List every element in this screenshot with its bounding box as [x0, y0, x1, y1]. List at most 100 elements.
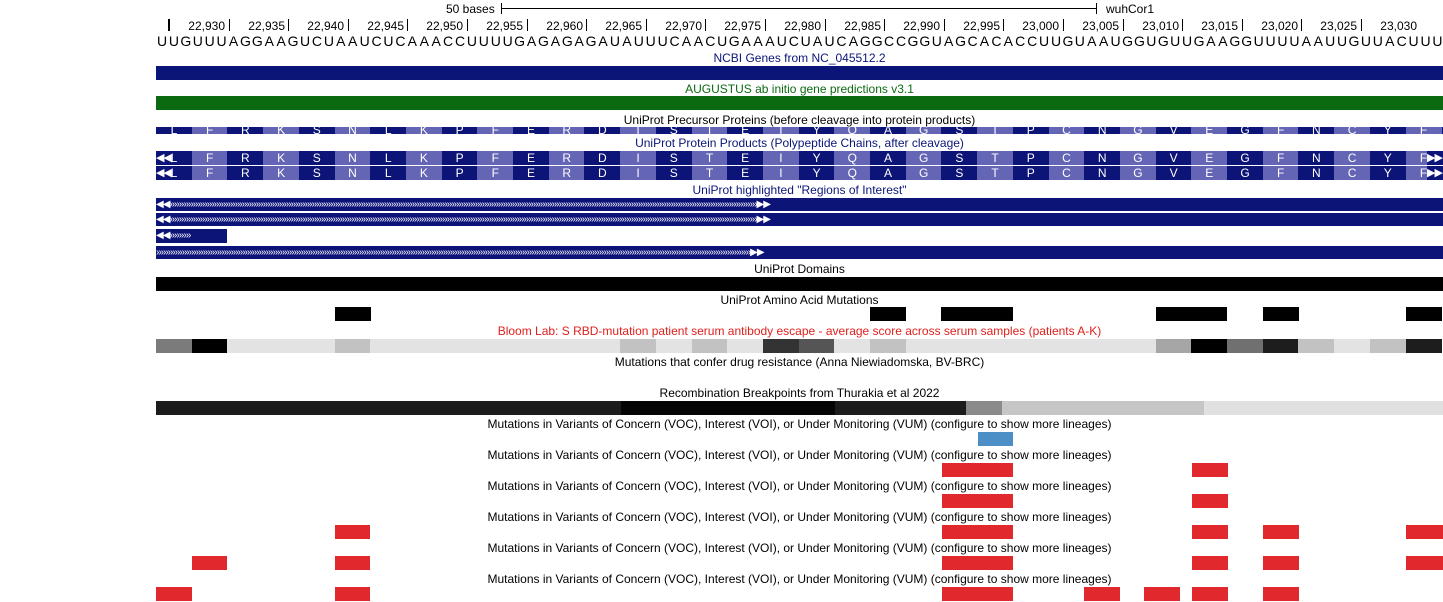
sequence-base: A — [1385, 33, 1395, 49]
track-label-uniprot-regions[interactable]: UniProt highlighted "Regions of Interest… — [692, 183, 907, 197]
sequence-base: G — [180, 33, 192, 49]
bloom-cell — [1191, 339, 1228, 353]
bloom-cell — [1012, 339, 1049, 353]
ruler-tick — [407, 19, 408, 31]
amino-acid: Y — [798, 127, 835, 134]
augustus-gene-bar[interactable] — [156, 96, 1443, 110]
sequence-base: G — [728, 33, 740, 49]
amino-acid: F — [1262, 127, 1299, 134]
amino-acid: Q — [834, 127, 871, 134]
amino-acid: V — [1155, 151, 1192, 165]
sequence-base: A — [276, 33, 286, 49]
bloom-cell — [798, 339, 835, 353]
sequence-base: U — [1050, 33, 1062, 49]
sequence-base: U — [776, 33, 787, 49]
ncbi-gene-bar[interactable] — [156, 66, 1443, 80]
bloom-cell — [156, 339, 192, 353]
assembly-label: wuhCor1 — [1106, 2, 1155, 16]
bloom-cell — [334, 339, 371, 353]
variant-mutation-mark — [942, 587, 1013, 601]
track-label-variants[interactable]: Mutations in Variants of Concern (VOC), … — [487, 510, 1112, 524]
amino-acid: E — [513, 166, 549, 180]
amino-acid: S — [941, 166, 978, 180]
sequence-base: U — [1360, 33, 1371, 49]
variant-mutation-mark — [1192, 556, 1228, 570]
region-row-1[interactable]: ◀◀››››››››››››››››››››››››››››››››››››››… — [156, 198, 1443, 211]
track-label-recombination[interactable]: Recombination Breakpoints from Thurakia … — [659, 386, 940, 400]
track-label-variants[interactable]: Mutations in Variants of Concern (VOC), … — [487, 417, 1112, 431]
sequence-base: U — [466, 33, 477, 49]
amino-acid: R — [548, 127, 585, 134]
arrow-left-icon: ◀◀ — [156, 166, 172, 180]
sequence-base: A — [574, 33, 584, 49]
track-label-uniprot-products[interactable]: UniProt Protein Products (Polypeptide Ch… — [635, 136, 964, 150]
track-label-uniprot-precursor[interactable]: UniProt Precursor Proteins (before cleav… — [623, 113, 976, 127]
sequence-base: U — [1420, 33, 1431, 49]
amino-acid: R — [548, 166, 585, 180]
amino-acid: N — [334, 151, 371, 165]
sequence-base: A — [812, 33, 823, 49]
amino-acid: D — [584, 127, 621, 134]
amino-acid: Y — [1369, 166, 1406, 180]
uniprot-domain-bar[interactable] — [156, 277, 1443, 291]
track-label-uniprot-mutations[interactable]: UniProt Amino Acid Mutations — [720, 293, 879, 307]
track-label-ncbi-genes[interactable]: NCBI Genes from NC_045512.2 — [713, 51, 886, 65]
scale-bar — [501, 8, 1097, 9]
sequence-base: C — [443, 33, 454, 49]
sequence-base: G — [251, 33, 263, 49]
track-label-drug-resistance[interactable]: Mutations that confer drug resistance (A… — [614, 355, 985, 369]
ruler-tick — [825, 19, 826, 31]
region-row-2[interactable]: ◀◀››››››››››››››››››››››››››››››››››››››… — [156, 213, 1443, 226]
bloom-cell — [620, 339, 657, 353]
sequence-base: U — [502, 33, 513, 49]
sequence-base: G — [1193, 33, 1205, 49]
sequence-base: U — [824, 33, 835, 49]
amino-acid: Q — [834, 166, 871, 180]
track-label-bloom-lab[interactable]: Bloom Lab: S RBD-mutation patient serum … — [497, 324, 1102, 338]
region-row-4[interactable]: ››››››››››››››››››››››››››››››››››››››››… — [156, 246, 1443, 259]
sequence-base: A — [228, 33, 239, 49]
amino-acid: Y — [798, 166, 835, 180]
bloom-cell — [263, 339, 300, 353]
track-label-variants[interactable]: Mutations in Variants of Concern (VOC), … — [487, 572, 1112, 586]
track-label-uniprot-domains[interactable]: UniProt Domains — [754, 262, 845, 276]
sequence-base: U — [490, 33, 501, 49]
amino-acid: F — [477, 166, 514, 180]
amino-acid: R — [227, 151, 264, 165]
ruler-tick — [646, 19, 647, 31]
ruler-tick-label: 23,005 — [1082, 19, 1119, 33]
mutation-mark — [1155, 307, 1192, 321]
amino-acid: S — [298, 151, 335, 165]
sequence-base: A — [550, 33, 561, 49]
track-label-variants[interactable]: Mutations in Variants of Concern (VOC), … — [487, 541, 1112, 555]
mutation-mark — [1405, 307, 1442, 321]
sequence-base: U — [1432, 33, 1443, 49]
amino-acid: G — [905, 166, 942, 180]
ruler-tick-label: 22,935 — [248, 19, 285, 33]
ruler-tick — [1361, 19, 1362, 31]
sequence-base: C — [1396, 33, 1407, 49]
amino-acid: C — [1334, 127, 1371, 134]
sequence-base: G — [239, 33, 251, 49]
amino-acid: G — [1227, 127, 1263, 134]
track-label-variants[interactable]: Mutations in Variants of Concern (VOC), … — [487, 448, 1112, 462]
recombination-segment — [966, 401, 1002, 415]
track-label-variants[interactable]: Mutations in Variants of Concern (VOC), … — [487, 479, 1112, 493]
sequence-base: U — [1110, 33, 1121, 49]
amino-acid: S — [655, 151, 692, 165]
track-label-augustus[interactable]: AUGUSTUS ab initio gene predictions v3.1 — [685, 82, 914, 96]
region-row-3[interactable]: ◀◀››››››››› — [156, 229, 227, 243]
amino-acid: D — [584, 151, 621, 165]
ruler-tick-label: 23,000 — [1022, 19, 1059, 33]
amino-acid: V — [1155, 166, 1192, 180]
sequence-base: A — [622, 33, 632, 49]
amino-acid: N — [334, 166, 371, 180]
amino-acid: E — [727, 127, 764, 134]
variant-mutation-mark — [1192, 494, 1228, 508]
ruler-tick-label: 23,020 — [1261, 19, 1298, 33]
amino-acid: P — [441, 151, 478, 165]
sequence-base: U — [216, 33, 227, 49]
